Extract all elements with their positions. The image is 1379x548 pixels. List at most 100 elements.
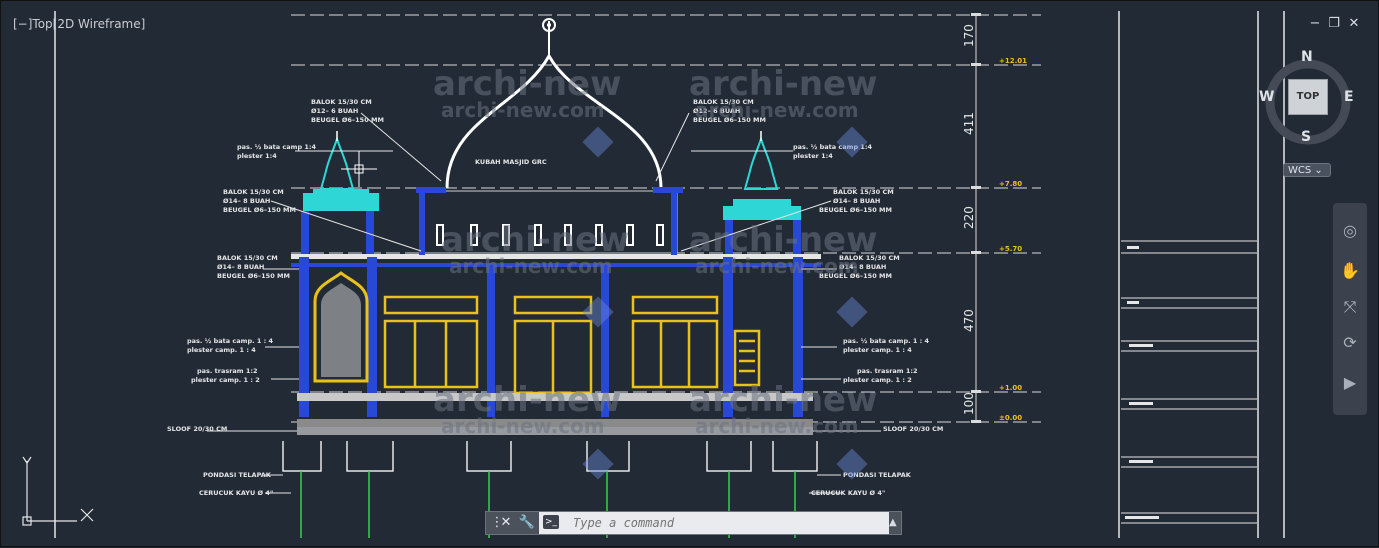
beam-top-left-1: BALOK 15/30 CM bbox=[311, 98, 372, 106]
foundation-left: PONDASI TELAPAK bbox=[203, 471, 272, 479]
minimize-viewport-button[interactable]: − bbox=[1309, 16, 1321, 31]
compass-east[interactable]: E bbox=[1344, 89, 1354, 105]
command-input[interactable] bbox=[539, 512, 889, 534]
grip-icon[interactable]: ⋮ bbox=[490, 515, 504, 530]
watermark-url: archi-new.com bbox=[449, 254, 613, 278]
beam-low-right-2: Ø14– 8 BUAH bbox=[839, 263, 886, 271]
beams bbox=[291, 187, 821, 267]
view-name[interactable]: Top bbox=[32, 17, 53, 31]
dome-label: KUBAH MASJID GRC bbox=[475, 158, 547, 166]
beam-mid-right-3: BEUGEL Ø6–150 MM bbox=[819, 206, 892, 214]
pile-right: CERUCUK KAYU Ø 4" bbox=[811, 489, 885, 497]
wall-note-left-top-2: plester 1:4 bbox=[237, 152, 277, 160]
beam-low-left-3: BEUGEL Ø6–150 MM bbox=[217, 272, 290, 280]
showmotion-icon[interactable]: ▶ bbox=[1343, 373, 1357, 392]
right-minaret bbox=[723, 131, 801, 256]
elevation-lines bbox=[291, 14, 1041, 423]
annotations: BALOK 15/30 CM Ø12– 6 BUAH BEUGEL Ø6–150… bbox=[167, 98, 943, 497]
watermark-url: archi-new.com bbox=[695, 98, 859, 122]
visual-style[interactable]: [2D Wireframe] bbox=[52, 17, 146, 31]
trass-right-2: plester camp. 1 : 2 bbox=[843, 376, 912, 384]
chevron-down-icon: ⌄ bbox=[1314, 165, 1323, 176]
pile-left: CERUCUK KAYU Ø 4" bbox=[199, 489, 273, 497]
viewcube-top-face[interactable]: TOP bbox=[1288, 79, 1328, 115]
restore-viewport-button[interactable]: ❐ bbox=[1328, 16, 1340, 31]
sloof-right: SLOOF 20/30 CM bbox=[883, 425, 943, 433]
trass-left-2: plester camp. 1 : 2 bbox=[191, 376, 260, 384]
foundation-right: PONDASI TELAPAK bbox=[843, 471, 912, 479]
elev-0: ±0.00 bbox=[999, 414, 1022, 422]
crosshair-cursor bbox=[341, 151, 377, 187]
beam-mid-left-2: Ø14– 8 BUAH bbox=[223, 197, 270, 205]
columns bbox=[299, 193, 803, 417]
dim-100: 100 bbox=[962, 392, 976, 415]
recent-commands-arrow-icon[interactable]: ▲ bbox=[889, 517, 897, 528]
beam-low-right-3: BEUGEL Ø6–150 MM bbox=[819, 272, 892, 280]
beam-mid-left-3: BEUGEL Ø6–150 MM bbox=[223, 206, 296, 214]
piles bbox=[300, 471, 796, 538]
ucs-menu-button[interactable]: WCS ⌄ bbox=[1283, 163, 1331, 177]
wall-note-right-top-2: plester 1:4 bbox=[793, 152, 833, 160]
beam-low-left-1: BALOK 15/30 CM bbox=[217, 254, 278, 262]
elev-12: +12.01 bbox=[999, 57, 1027, 65]
elev-7: +7.80 bbox=[999, 180, 1022, 188]
trass-right-1: pas. trasram 1:2 bbox=[857, 367, 917, 375]
watermark-brand: archi-new bbox=[689, 64, 878, 104]
steering-wheel-icon[interactable]: ◎ bbox=[1343, 221, 1357, 240]
dimension-ticks bbox=[971, 13, 981, 423]
watermark-logos bbox=[582, 126, 868, 480]
watermark-brand: archi-new bbox=[433, 64, 622, 104]
viewcube-compass-ring[interactable] bbox=[1263, 57, 1353, 147]
command-prompt-icon[interactable]: >_ bbox=[543, 515, 559, 529]
compass-north[interactable]: N bbox=[1301, 49, 1313, 65]
dome bbox=[445, 18, 663, 189]
watermark-brand: archi-new bbox=[441, 220, 630, 260]
watermark-url: archi-new.com bbox=[695, 254, 859, 278]
sloof-left: SLOOF 20/30 CM bbox=[167, 425, 227, 433]
compass-south[interactable]: S bbox=[1301, 129, 1312, 145]
floor-sloof bbox=[297, 393, 813, 435]
close-viewport-button[interactable]: ✕ bbox=[1348, 16, 1360, 31]
beam-mid-right-2: Ø14– 8 BUAH bbox=[833, 197, 880, 205]
facade-openings bbox=[383, 295, 761, 395]
watermark-brand: archi-new bbox=[689, 220, 878, 260]
beam-mid-right-1: BALOK 15/30 CM bbox=[833, 188, 894, 196]
orbit-icon[interactable]: ⟳ bbox=[1343, 333, 1357, 352]
watermark-brand: archi-new bbox=[433, 380, 622, 420]
beam-low-left-2: Ø14– 8 BUAH bbox=[217, 263, 264, 271]
wall-note-right-bot-2: plester camp. 1 : 4 bbox=[843, 346, 912, 354]
dim-170: 170 bbox=[962, 24, 976, 47]
wall-note-left-bot-1: pas. ½ bata camp. 1 : 4 bbox=[187, 337, 273, 345]
leader-lines bbox=[207, 112, 881, 494]
compass-west[interactable]: W bbox=[1259, 89, 1275, 105]
title-block-marks bbox=[1125, 246, 1159, 519]
elev-1: +1.00 bbox=[999, 384, 1022, 392]
close-icon[interactable]: ✕ bbox=[500, 515, 512, 530]
beam-top-left-2: Ø12– 6 BUAH bbox=[311, 107, 358, 115]
dimension-values: 170 411 220 470 100 bbox=[962, 24, 976, 415]
wall-note-right-bot-1: pas. ½ bata camp. 1 : 4 bbox=[843, 337, 929, 345]
ucs-icon bbox=[22, 456, 94, 526]
pan-hand-icon[interactable]: ✋ bbox=[1340, 261, 1360, 280]
watermarks: archi-new archi-new.com archi-new archi-… bbox=[433, 64, 878, 438]
beam-mid-left-1: BALOK 15/30 CM bbox=[223, 188, 284, 196]
ucs-label: WCS bbox=[1288, 165, 1312, 176]
beam-low-right-1: BALOK 15/30 CM bbox=[839, 254, 900, 262]
trass-left-1: pas. trasram 1:2 bbox=[197, 367, 257, 375]
beam-top-right-1: BALOK 15/30 CM bbox=[693, 98, 754, 106]
arched-window bbox=[313, 271, 369, 383]
foundations bbox=[282, 441, 818, 472]
zoom-icon[interactable]: ⤧ bbox=[1343, 297, 1357, 316]
dim-470: 470 bbox=[962, 309, 976, 332]
watermark-brand: archi-new bbox=[689, 380, 878, 420]
customize-wrench-icon[interactable]: 🔧 bbox=[518, 515, 536, 530]
viewport-controls-label[interactable]: [−]Top[2D Wireframe] bbox=[13, 17, 145, 31]
beam-top-left-3: BEUGEL Ø6–150 MM bbox=[311, 116, 384, 124]
navigation-bar[interactable]: ◎ ✋ ⤧ ⟳ ▶ bbox=[1333, 203, 1367, 415]
dim-411: 411 bbox=[962, 112, 976, 135]
watermark-url: archi-new.com bbox=[441, 414, 605, 438]
viewport-menu-toggle[interactable]: [−] bbox=[13, 17, 33, 31]
title-block bbox=[1121, 240, 1257, 524]
